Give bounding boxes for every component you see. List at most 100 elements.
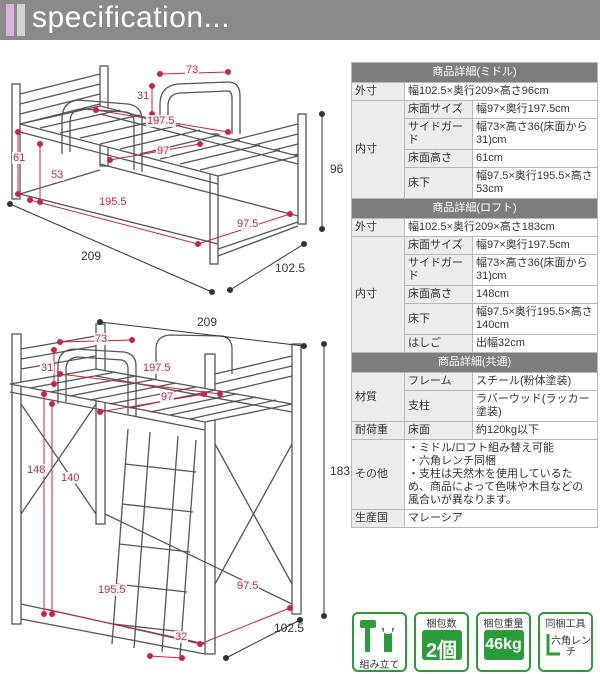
section-header: specification... — [0, 0, 600, 40]
package-weight-value: 46kg — [485, 636, 522, 653]
section-title: specification... — [32, 1, 231, 34]
spec-value: 幅97.5×奥行195.5×高さ53cm — [472, 167, 598, 199]
spec-row-middle-inner-1: 内寸 床面サイズ 幅97×奥行197.5cm — [351, 100, 598, 199]
package-count-value: 2個 — [425, 640, 458, 662]
dim-middle-total-width: 102.5 — [275, 261, 306, 275]
spec-section-title: 商品詳細(ミドル) — [351, 62, 598, 83]
dim-middle-guard-width: 73 — [185, 64, 200, 76]
spec-row-loft-outer: 外寸 幅102.5×奥行209×高さ183cm — [351, 218, 598, 237]
spec-row-middle-inner-4: 床下 幅97.5×奥行195.5×高さ53cm — [352, 167, 598, 199]
header-accent-bar-2 — [17, 4, 25, 36]
weight-icon — [484, 630, 524, 660]
spec-value: マレーシア — [404, 509, 598, 528]
spec-sublabel: 床面サイズ — [404, 236, 473, 255]
spec-value: 幅73×高さ36(床面から31)cm — [472, 254, 598, 286]
spec-label: 耐荷重 — [351, 421, 405, 440]
spec-value: 幅97×奥行197.5cm — [472, 236, 598, 255]
spec-label: 外寸 — [351, 82, 405, 101]
spec-section-title: 商品詳細(共通) — [351, 352, 598, 373]
package-count-badge: 梱包数 2個 — [414, 612, 469, 672]
spec-value: 出幅32cm — [472, 334, 598, 353]
spec-row-origin: 生産国 マレーシア — [351, 509, 598, 528]
spec-label: 外寸 — [351, 218, 405, 237]
included-tool-label: 同梱工具 — [545, 619, 586, 630]
dim-middle-total-height: 96 — [330, 162, 344, 176]
spec-sublabel: 床下 — [404, 167, 473, 199]
spec-sublabel: 床面高さ — [404, 285, 473, 304]
dim-loft-ladder-width: 32 — [174, 631, 189, 643]
spec-label: 材質 — [351, 372, 405, 422]
package-weight-badge: 梱包重量 46kg — [476, 612, 531, 672]
spec-value: ラバーウッド(ラッカー塗装) — [472, 390, 598, 422]
spec-row-load: 耐荷重 床面 約120kg以下 — [351, 421, 598, 440]
dim-loft-under-height: 140 — [60, 472, 81, 484]
dim-loft-guard-width: 73 — [94, 333, 109, 345]
spec-value: 約120kg以下 — [472, 421, 598, 440]
dim-loft-total-length: 209 — [197, 315, 218, 329]
spec-value: 幅102.5×奥行209×高さ96cm — [404, 82, 598, 101]
outer-dimension-lines — [7, 111, 327, 661]
spec-row-loft-inner-1: 内寸 床面サイズ 幅97×奥行197.5cm — [351, 236, 598, 353]
spec-value: 幅102.5×奥行209×高さ183cm — [404, 218, 598, 237]
spec-section-header-loft: 商品詳細(ロフト) — [351, 198, 598, 219]
spec-row-material-1: 材質 フレーム スチール(粉体塗装) — [351, 372, 598, 422]
dim-loft-deck-width: 97 — [160, 391, 175, 403]
spec-value: 幅73×高さ36(床面から31)cm — [472, 118, 598, 150]
wrench-hammer-icon — [360, 620, 394, 652]
spec-sublabel: 床面 — [404, 421, 473, 440]
dim-loft-guard-height: 31 — [40, 362, 55, 374]
assembly-label: 組み立て — [359, 660, 400, 671]
box-icon — [422, 630, 462, 660]
spec-value: 幅97×奥行197.5cm — [472, 100, 598, 119]
dim-middle-guard-height: 31 — [136, 90, 151, 102]
included-tool-badge: 同梱工具 六角レンチ — [538, 612, 593, 672]
spec-sublabel: 支柱 — [404, 390, 473, 422]
hex-key-icon — [546, 634, 560, 656]
spec-sublabel: 床面サイズ — [404, 100, 473, 119]
spec-label: 生産国 — [351, 509, 405, 528]
spec-sublabel: サイドガード — [404, 118, 473, 150]
spec-value: スチール(粉体塗装) — [472, 372, 598, 391]
spec-sublabel: サイドガード — [404, 254, 473, 286]
dimension-lines — [15, 69, 293, 661]
spec-value: ・ミドル/ロフト組み替え可能 ・六角レンチ同梱 ・支柱は天然木を使用しているため… — [404, 439, 598, 510]
spec-row-middle-inner-2: サイドガード 幅73×高さ36(床面から31)cm — [352, 118, 598, 150]
spec-sublabel: はしご — [404, 334, 473, 353]
spec-label: 内寸 — [351, 100, 405, 199]
dim-middle-total-length: 209 — [81, 249, 102, 263]
dim-loft-under-length: 195.5 — [97, 584, 127, 596]
dim-middle-deck-height: 61 — [12, 152, 27, 164]
spec-label: その他 — [351, 439, 405, 510]
package-count-label: 梱包数 — [426, 619, 457, 630]
spec-row-loft-inner-5: はしご 出幅32cm — [352, 334, 598, 353]
spec-value: 148cm — [472, 285, 598, 304]
feature-icons: 組み立て 梱包数 2個 梱包重量 46kg 同梱工具 六角レンチ — [352, 612, 598, 672]
spec-row-middle-outer: 外寸 幅102.5×奥行209×高さ96cm — [351, 82, 598, 101]
spec-row-loft-inner-2: サイドガード 幅73×高さ36(床面から31)cm — [352, 254, 598, 286]
dim-middle-deck-length: 197.5 — [146, 115, 176, 127]
dim-middle-deck-width: 97 — [156, 145, 171, 157]
spec-table: 商品詳細(ミドル) 外寸 幅102.5×奥行209×高さ96cm 内寸 床面サイ… — [351, 62, 598, 528]
header-accent-bar — [6, 4, 14, 36]
spec-sublabel: 床面高さ — [404, 149, 473, 168]
spec-row-loft-inner-3: 床面高さ 148cm — [352, 285, 598, 304]
dim-loft-deck-length: 197.5 — [142, 362, 172, 374]
spec-section-header-common: 商品詳細(共通) — [351, 352, 598, 373]
package-weight-label: 梱包重量 — [483, 619, 524, 630]
spec-section-header-middle: 商品詳細(ミドル) — [351, 62, 598, 83]
dim-middle-under-width: 97.5 — [236, 218, 260, 230]
dim-loft-deck-height: 148 — [26, 464, 47, 476]
bed-diagram: 73 31 197.5 97 61 53 195.5 97.5 96 209 1… — [0, 44, 350, 674]
spec-sublabel: フレーム — [404, 372, 473, 391]
spec-section-title: 商品詳細(ロフト) — [351, 198, 598, 219]
spec-row-other: その他 ・ミドル/ロフト組み替え可能 ・六角レンチ同梱 ・支柱は天然木を使用して… — [351, 439, 598, 510]
spec-row-material-2: 支柱 ラバーウッド(ラッカー塗装) — [352, 390, 598, 422]
bed-line-drawing — [7, 65, 327, 661]
dim-middle-under-height: 53 — [50, 169, 65, 181]
dim-loft-total-width: 102.5 — [274, 621, 305, 635]
spec-label: 内寸 — [351, 236, 405, 353]
spec-sublabel: 床下 — [404, 303, 473, 335]
spec-value: 61cm — [472, 149, 598, 168]
assembly-badge: 組み立て — [352, 612, 407, 672]
spec-value: 幅97.5×奥行195.5×高さ140cm — [472, 303, 598, 335]
